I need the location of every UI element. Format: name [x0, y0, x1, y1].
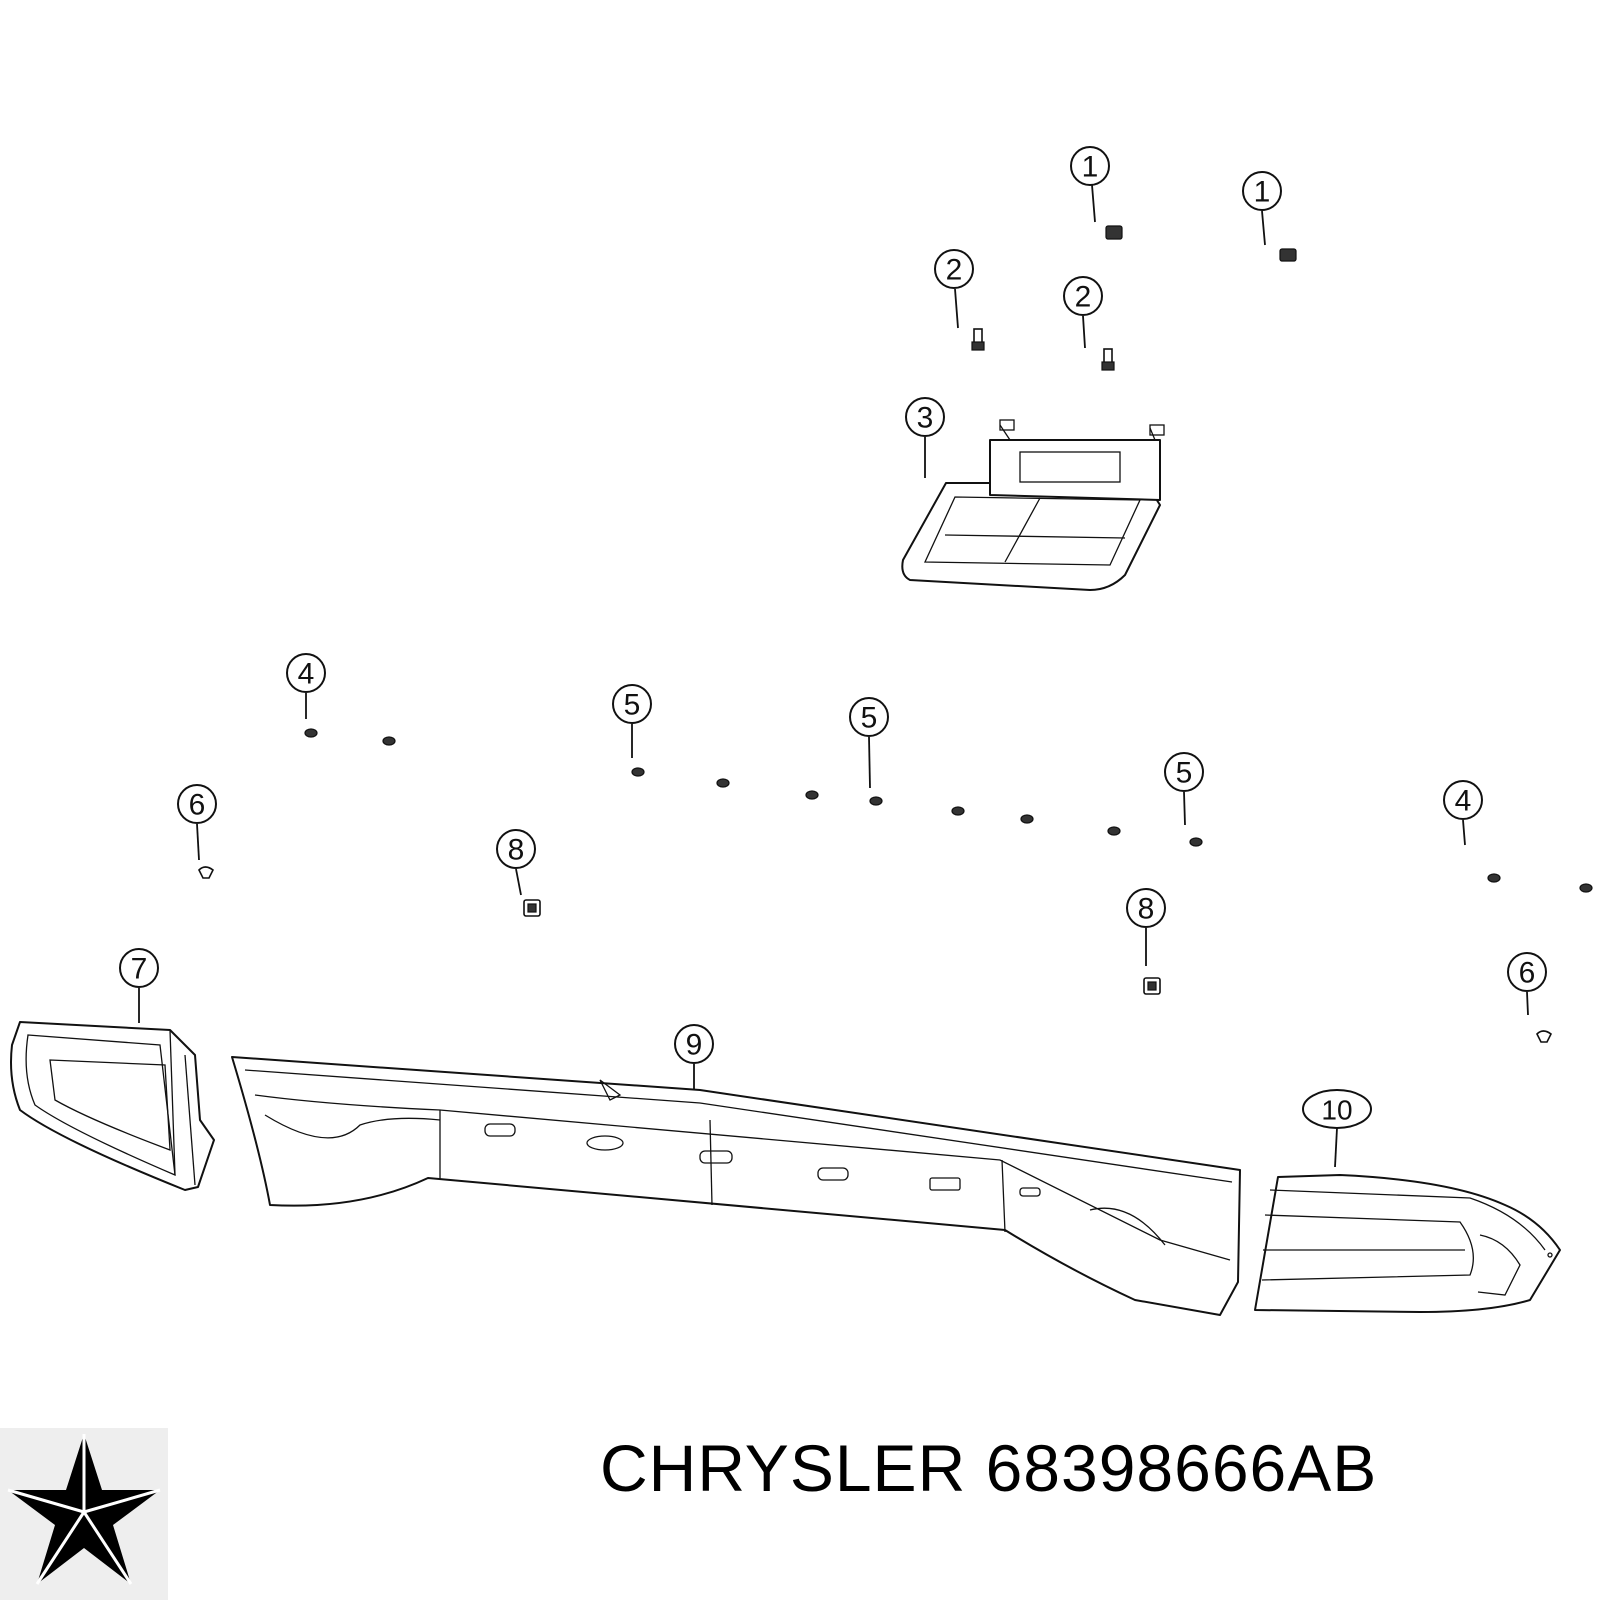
fastener-nut-4b	[1487, 873, 1593, 893]
svg-text:9: 9	[686, 1029, 703, 1062]
callout-5a: 5	[612, 684, 652, 724]
fastener-clip-8b	[1143, 977, 1161, 995]
brand-name: CHRYSLER	[600, 1431, 967, 1505]
leader-lines	[138, 184, 1529, 1168]
part-7-left-tail-lamp	[10, 1021, 215, 1191]
svg-text:5: 5	[861, 702, 878, 735]
callout-3: 3	[905, 397, 945, 437]
svg-text:6: 6	[1519, 957, 1536, 990]
svg-text:3: 3	[917, 402, 934, 435]
svg-text:5: 5	[624, 689, 641, 722]
callout-4b: 4	[1443, 780, 1483, 820]
svg-text:4: 4	[1455, 785, 1472, 818]
callout-1a: 1	[1070, 146, 1110, 186]
svg-text:5: 5	[1176, 757, 1193, 790]
fastener-clip-8a	[523, 899, 541, 917]
svg-text:2: 2	[1075, 281, 1092, 314]
callout-5c: 5	[1164, 752, 1204, 792]
part-10-right-tail-lamp	[1254, 1174, 1561, 1313]
svg-text:10: 10	[1321, 1095, 1352, 1126]
fastener-clip-6a	[198, 866, 215, 879]
fastener-clip-6b	[1536, 1030, 1553, 1043]
svg-text:8: 8	[1138, 893, 1155, 926]
part-number: 68398666AB	[985, 1431, 1378, 1505]
svg-text:6: 6	[189, 789, 206, 822]
callout-4a: 4	[286, 653, 326, 693]
fastener-nuts-5	[631, 767, 1203, 847]
callout-1b: 1	[1242, 171, 1282, 211]
chrysler-pentastar-icon	[0, 1428, 168, 1600]
svg-text:8: 8	[508, 834, 525, 867]
callout-10: 10	[1302, 1089, 1372, 1129]
callout-6a: 6	[177, 784, 217, 824]
callout-2a: 2	[934, 249, 974, 289]
fastener-nut-1a	[1105, 225, 1123, 240]
svg-text:2: 2	[946, 254, 963, 287]
callout-2b: 2	[1063, 276, 1103, 316]
callout-9: 9	[674, 1024, 714, 1064]
svg-text:1: 1	[1082, 151, 1099, 184]
fastener-screw-2b	[1101, 348, 1115, 371]
fastener-nut-4a	[304, 728, 396, 746]
svg-text:1: 1	[1254, 176, 1271, 209]
fastener-screw-2a	[971, 328, 985, 351]
callout-6b: 6	[1507, 952, 1547, 992]
svg-text:7: 7	[131, 953, 148, 986]
callout-5b: 5	[849, 697, 889, 737]
callout-7: 7	[119, 948, 159, 988]
fastener-nut-1b	[1279, 248, 1297, 262]
part-9-center-applique	[231, 1056, 1241, 1316]
callout-8a: 8	[496, 829, 536, 869]
svg-text:4: 4	[298, 658, 315, 691]
brand-part-number-caption: CHRYSLER 68398666AB	[600, 1430, 1590, 1506]
callout-8b: 8	[1126, 888, 1166, 928]
part-3-lamp-assembly	[901, 419, 1165, 591]
